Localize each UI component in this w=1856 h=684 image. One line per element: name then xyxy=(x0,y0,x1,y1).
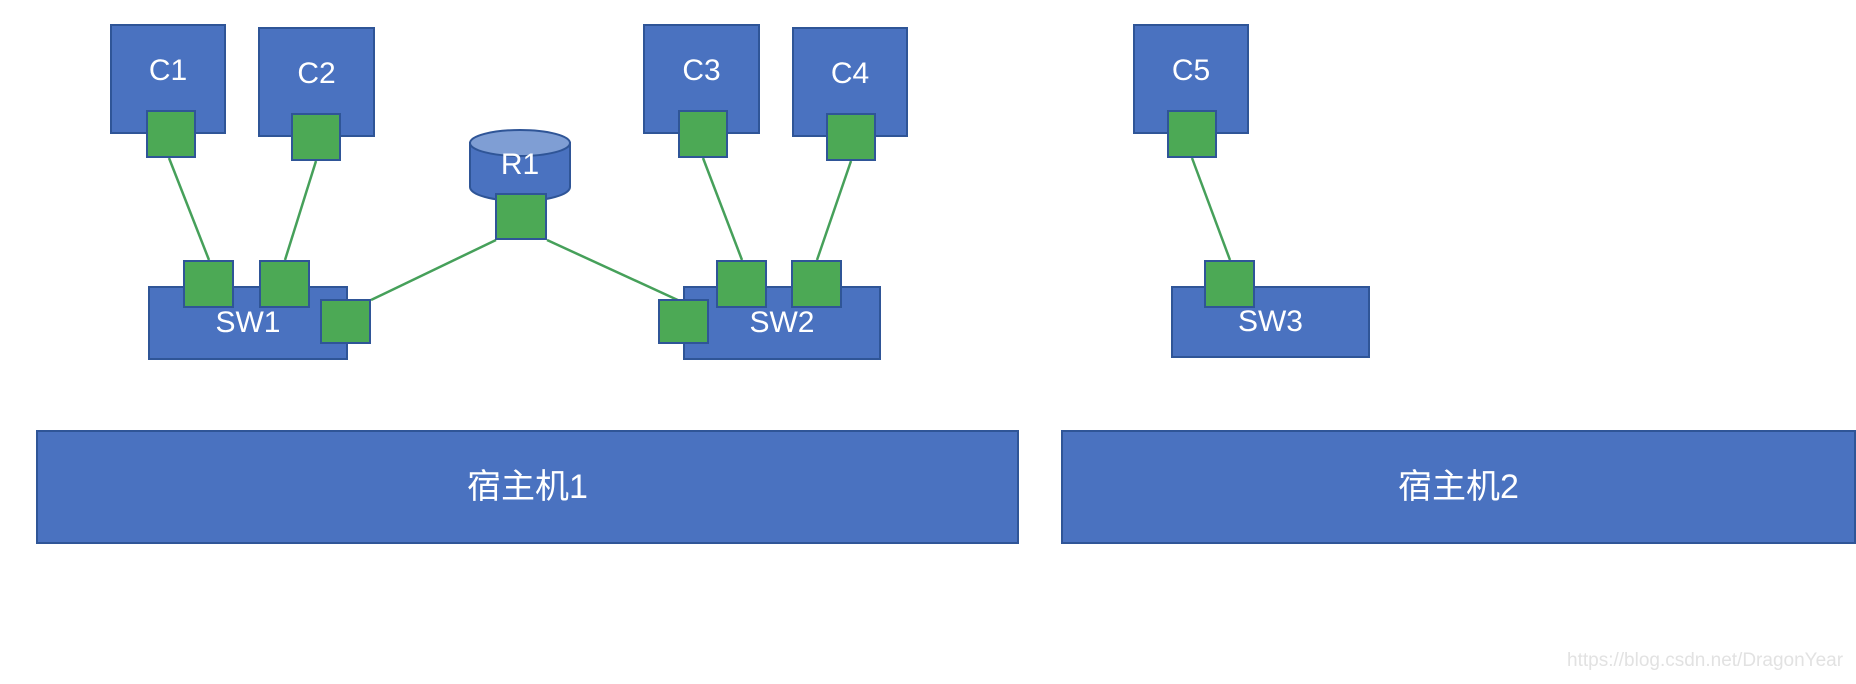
container-label-c3: C3 xyxy=(682,54,721,87)
container-label-c1: C1 xyxy=(148,54,188,87)
switch-port-sw2-p2[interactable] xyxy=(716,260,767,308)
container-port-c1[interactable] xyxy=(146,110,196,158)
container-port-c5[interactable] xyxy=(1167,110,1217,158)
cylinder-icon xyxy=(469,129,571,201)
host-label-host1: 宿主机1 xyxy=(467,468,588,506)
container-label-c5: C5 xyxy=(1171,54,1211,87)
link-c1-sw1 xyxy=(167,157,211,261)
link-r1-sw2 xyxy=(546,238,683,304)
container-label-c2: C2 xyxy=(297,57,336,90)
switch-port-sw3-p1[interactable] xyxy=(1204,260,1255,308)
container-label-c4: C4 xyxy=(830,57,870,90)
switch-port-sw1-p1[interactable] xyxy=(183,260,234,308)
switch-node-sw2[interactable]: SW2 xyxy=(683,286,881,360)
switch-label-sw1: SW1 xyxy=(215,306,281,339)
link-r1-sw1 xyxy=(370,238,497,302)
switch-port-sw2-p1[interactable] xyxy=(658,299,709,344)
switch-node-sw1[interactable]: SW1 xyxy=(148,286,348,360)
container-port-c2[interactable] xyxy=(291,113,341,161)
watermark-text: https://blog.csdn.net/DragonYear xyxy=(1567,650,1844,671)
link-c2-sw1 xyxy=(283,160,318,261)
router-node-r1[interactable]: R1 xyxy=(469,129,571,201)
host-label-host2: 宿主机2 xyxy=(1398,468,1519,506)
host-node-host2[interactable]: 宿主机2 xyxy=(1061,430,1856,544)
link-c4-sw2 xyxy=(815,160,853,261)
link-c3-sw2 xyxy=(701,157,744,261)
switch-label-sw2: SW2 xyxy=(749,306,815,339)
container-port-c3[interactable] xyxy=(678,110,728,158)
link-c5-sw3 xyxy=(1190,157,1232,261)
switch-port-sw2-p3[interactable] xyxy=(791,260,842,308)
switch-label-sw3: SW3 xyxy=(1237,305,1303,338)
switch-port-sw1-p3[interactable] xyxy=(320,299,371,344)
switch-port-sw1-p2[interactable] xyxy=(259,260,310,308)
router-port-r1[interactable] xyxy=(495,193,547,240)
switch-node-sw3[interactable]: SW3 xyxy=(1171,286,1370,358)
host-node-host1[interactable]: 宿主机1 xyxy=(36,430,1019,544)
container-port-c4[interactable] xyxy=(826,113,876,161)
